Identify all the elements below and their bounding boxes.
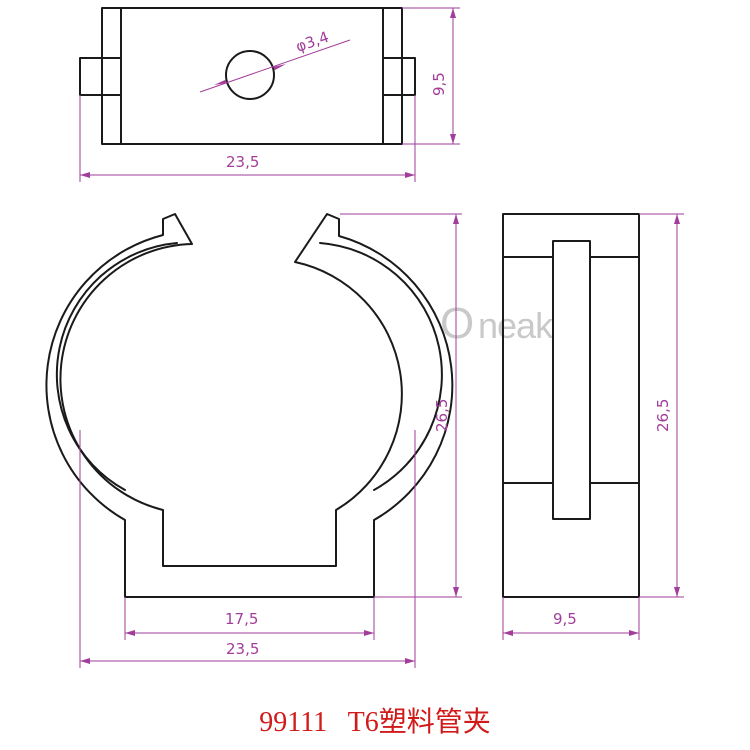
side-width-label: 9,5: [553, 610, 577, 628]
top-height-label: 9,5: [430, 72, 448, 96]
side-view-body: [502, 213, 640, 598]
side-width-arrow-left: [503, 630, 513, 636]
side-height-label: 26,5: [654, 399, 672, 432]
top-view-dimensions: φ3,4 9,5 23,5: [79, 7, 460, 182]
hole-dia-label: φ3,4: [293, 28, 331, 56]
top-height-arrow-bottom: [450, 134, 456, 144]
top-height-arrow-top: [450, 8, 456, 18]
top-width-label: 23,5: [226, 153, 259, 171]
front-width-arrow-right: [405, 658, 415, 664]
side-height-arrow-bottom: [674, 587, 680, 597]
side-view: [502, 213, 640, 598]
hole-dia-leader: [199, 39, 351, 93]
front-view: [45, 213, 454, 598]
product-name: T6塑料管夹: [347, 707, 491, 738]
hole-dia-arrow-left: [214, 80, 227, 85]
front-width-arrow-left: [80, 658, 90, 664]
hole-dia-arrow-right: [273, 64, 286, 70]
top-view-body: [101, 7, 403, 145]
side-width-arrow-right: [629, 630, 639, 636]
product-caption: 99111 T6塑料管夹: [0, 700, 750, 740]
top-width-arrow-right: [405, 172, 415, 178]
side-height-arrow-top: [674, 214, 680, 224]
front-height-arrow-top: [453, 214, 459, 224]
top-view-right-tab: [382, 57, 416, 96]
watermark: O neak: [440, 299, 555, 348]
front-height-arrow-bottom: [453, 587, 459, 597]
front-view-dimensions: 26,5 17,5 23,5: [79, 213, 462, 668]
inner-width-arrow-right: [364, 630, 374, 636]
side-view-tongue: [552, 240, 591, 520]
front-width-label: 23,5: [226, 640, 259, 658]
watermark-text: neak: [478, 305, 554, 346]
front-height-label: 26,5: [433, 399, 451, 432]
product-model: 99111: [259, 707, 328, 738]
side-view-dimensions: 26,5 9,5: [502, 213, 684, 640]
inner-width-arrow-left: [125, 630, 135, 636]
clip-profile-inner: [55, 242, 443, 491]
top-view: [79, 7, 416, 145]
watermark-letter: O: [440, 299, 473, 348]
top-view-left-tab: [79, 57, 122, 96]
mounting-hole: [225, 50, 275, 100]
inner-width-label: 17,5: [225, 610, 258, 628]
top-width-arrow-left: [80, 172, 90, 178]
caption-gap: [327, 707, 348, 738]
clip-profile-outer: [45, 213, 454, 598]
